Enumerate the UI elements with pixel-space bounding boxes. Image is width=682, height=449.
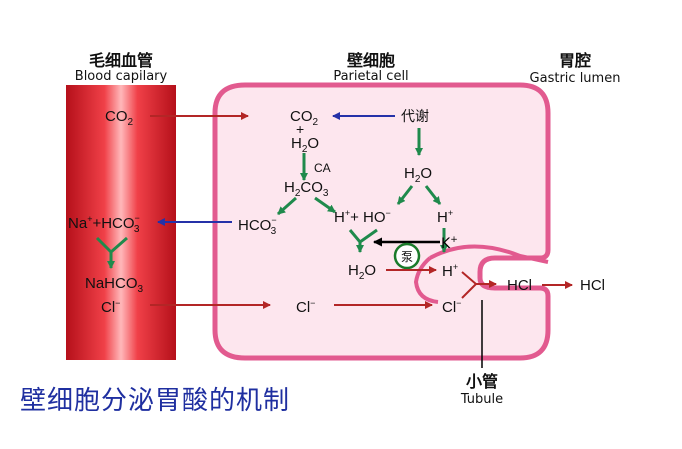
pump-circle: [393, 242, 421, 270]
page-title: 壁细胞分泌胃酸的机制: [20, 386, 291, 416]
label-h2co3: H2CO3: [284, 179, 329, 199]
label-cl-blood: Cl−: [101, 298, 120, 316]
label-cl-cell: Cl−: [296, 298, 315, 316]
arrow-h2co3-to-hco3: [277, 196, 297, 216]
merge-to-nahco3: [95, 236, 128, 268]
label-cl-lumen: Cl−: [442, 298, 461, 316]
label-co2-blood: CO2: [105, 108, 134, 128]
blood-title-zh: 毛细血管: [89, 51, 153, 70]
label-ca: CA: [314, 161, 331, 175]
label-hcl-2: HCl: [580, 277, 605, 294]
lumen-title-zh: 胃腔: [559, 51, 591, 70]
label-na-hco3: Na++HCO−3: [68, 213, 140, 235]
arrow-h2o-to-ho: [396, 185, 414, 205]
arrow-h2o-to-h: [424, 185, 442, 205]
label-hcl-1: HCl: [507, 277, 532, 294]
label-h-right: H+: [437, 208, 453, 226]
label-h-plus-ho: H++ HO−: [334, 208, 391, 226]
cell-title-zh: 壁细胞: [347, 51, 395, 70]
merge-to-hcl: [461, 271, 496, 299]
label-co2-cell: CO2: [290, 108, 319, 128]
cell-title-en: Parietal cell: [333, 69, 408, 84]
label-metabolism: 代谢: [401, 109, 429, 125]
label-k: K+: [441, 235, 458, 252]
lumen-title-en: Gastric lumen: [530, 71, 621, 86]
label-plus: +: [296, 121, 304, 137]
label-h2o-right: H2O: [404, 165, 432, 185]
label-pump: 泵: [401, 250, 413, 264]
merge-to-h2o: [348, 228, 378, 252]
tubule-title-en: Tubule: [460, 392, 503, 407]
label-h2o-top: H2O: [291, 135, 319, 155]
label-nahco3: NaHCO3: [85, 275, 144, 295]
tubule-channel: [413, 244, 549, 304]
arrow-h2co3-to-h: [314, 196, 336, 214]
blood-title-en: Blood capilary: [75, 69, 168, 84]
label-h2o-pump: H2O: [348, 262, 376, 282]
label-h-pump: H+: [442, 262, 458, 280]
tubule-title-zh: 小管: [466, 372, 498, 391]
label-hco3-cell: HCO−3: [238, 215, 277, 237]
